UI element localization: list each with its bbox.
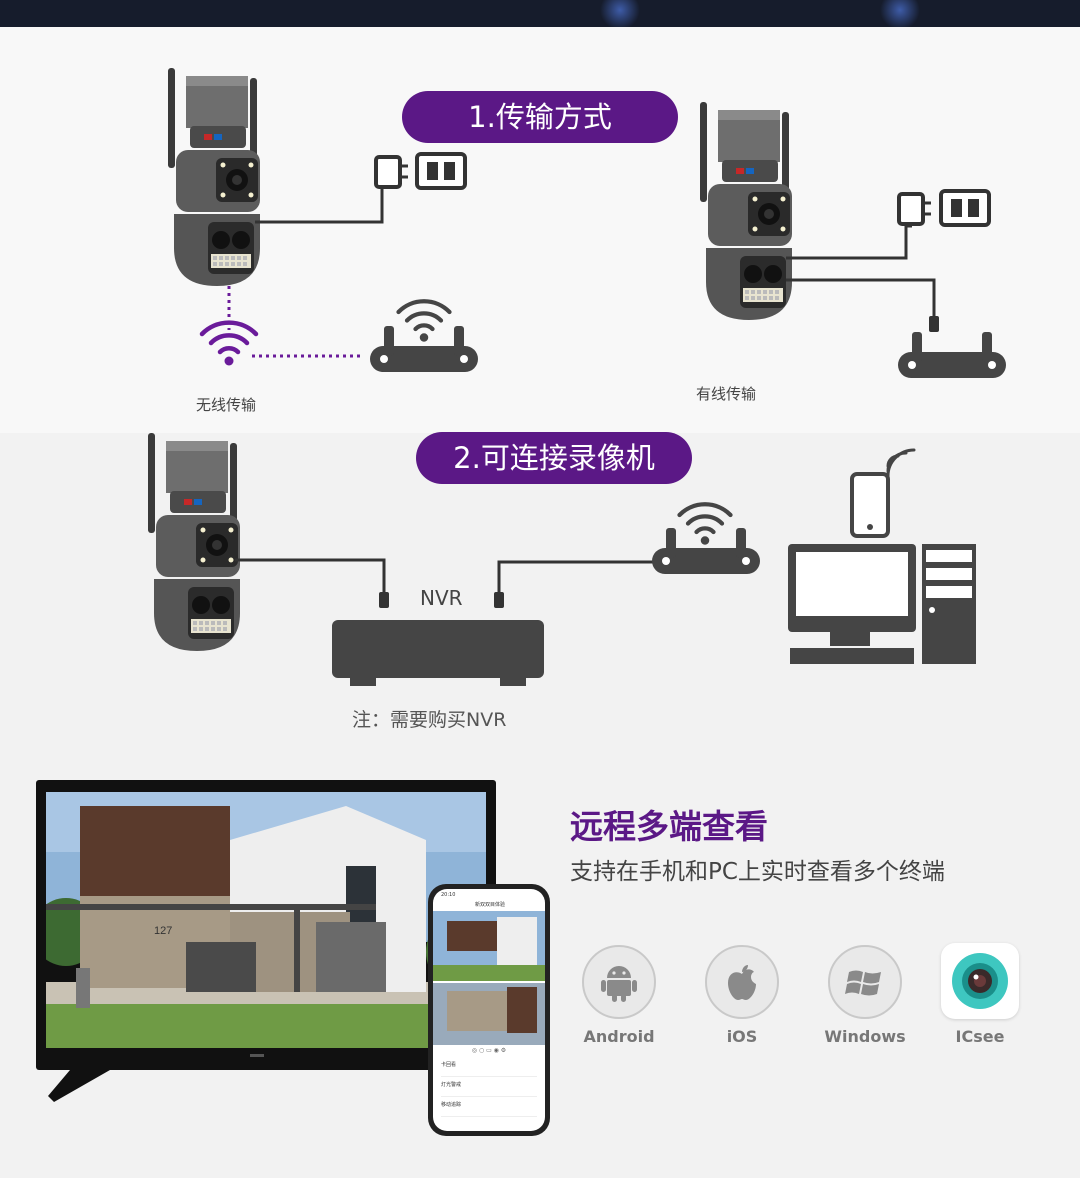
ethernet-plug-icon: [929, 316, 939, 332]
wireless-camera: [168, 68, 260, 286]
platform-label: Android: [583, 1027, 655, 1046]
banner-glow: [880, 0, 920, 27]
platform-windows: Windows: [815, 945, 915, 1046]
phone-app-header: 新双双目体验: [474, 902, 505, 908]
platform-label: iOS: [726, 1027, 758, 1046]
platform-label: Windows: [824, 1027, 906, 1046]
mobile-phone-icon: [850, 472, 890, 538]
tv-power-indicator: [250, 1054, 264, 1057]
wifi-waves-icon: [399, 301, 450, 341]
power-outlet-icon: [415, 152, 467, 190]
nvr-router-cable: [497, 560, 660, 594]
tv-monitor: 127: [36, 780, 496, 1070]
remote-view-title: 远程多端查看: [570, 807, 768, 846]
nvr-label: NVR: [420, 586, 463, 610]
top-banner-strip: [0, 0, 1080, 27]
ethernet-plug-icon: [379, 592, 389, 608]
power-cable: [786, 224, 912, 260]
phone-screen: 20:10 新双双目体验 ◎ ○ ▭ ◉ ⚙ 卡回看 灯光警戒 移动追踪: [433, 889, 545, 1131]
windows-icon: [828, 945, 902, 1019]
platform-ios: iOS: [692, 945, 792, 1046]
power-cable: [255, 176, 392, 224]
wireless-caption: 无线传输: [196, 396, 257, 414]
platform-android: Android: [569, 945, 669, 1046]
phone-menu-item[interactable]: 灯光警戒: [441, 1081, 537, 1097]
ethernet-plug-icon: [494, 592, 504, 608]
router-icon: [652, 528, 760, 574]
phone-signal-icon: [886, 448, 916, 478]
wifi-waves-icon: [680, 504, 731, 544]
house-number: 127: [154, 925, 172, 937]
icsee-icon: [941, 943, 1019, 1019]
android-icon: [582, 945, 656, 1019]
phone-menu-item[interactable]: 移动追踪: [441, 1101, 537, 1117]
phone-live-view-top: [433, 911, 545, 981]
router-icon: [898, 332, 1006, 378]
smartphone-mockup: 20:10 新双双目体验 ◎ ○ ▭ ◉ ⚙ 卡回看 灯光警戒 移动追踪: [428, 884, 550, 1136]
power-adapter-icon: [897, 192, 933, 226]
phone-live-view-bottom: [433, 983, 545, 1045]
transmission-title-pill: 1.传输方式: [402, 91, 678, 143]
power-adapter-icon: [374, 155, 410, 189]
desktop-computer-icon: [788, 544, 976, 664]
wired-camera: [700, 102, 792, 320]
power-outlet-icon: [939, 189, 991, 227]
router-icon: [370, 326, 478, 372]
nvr-camera: [148, 433, 240, 651]
ethernet-cable: [786, 278, 936, 318]
wired-caption: 有线传输: [696, 385, 757, 403]
tv-screen-house-image: 127: [46, 792, 486, 1048]
nvr-note: 注：需要购买NVR: [352, 709, 507, 731]
phone-control-bar[interactable]: ◎ ○ ▭ ◉ ⚙: [471, 1047, 507, 1054]
phone-status-bar: 20:10: [441, 892, 456, 898]
camera-nvr-cable: [235, 558, 386, 594]
platform-icsee: ICsee: [930, 943, 1030, 1046]
platform-label: ICsee: [955, 1027, 1005, 1046]
remote-view-subtitle: 支持在手机和PC上实时查看多个终端: [570, 859, 945, 885]
apple-icon: [705, 945, 779, 1019]
nvr-box-icon: [332, 620, 544, 686]
banner-glow: [600, 0, 640, 27]
nvr-title-pill: 2.可连接录像机: [416, 432, 692, 484]
phone-menu-item[interactable]: 卡回看: [441, 1061, 537, 1077]
